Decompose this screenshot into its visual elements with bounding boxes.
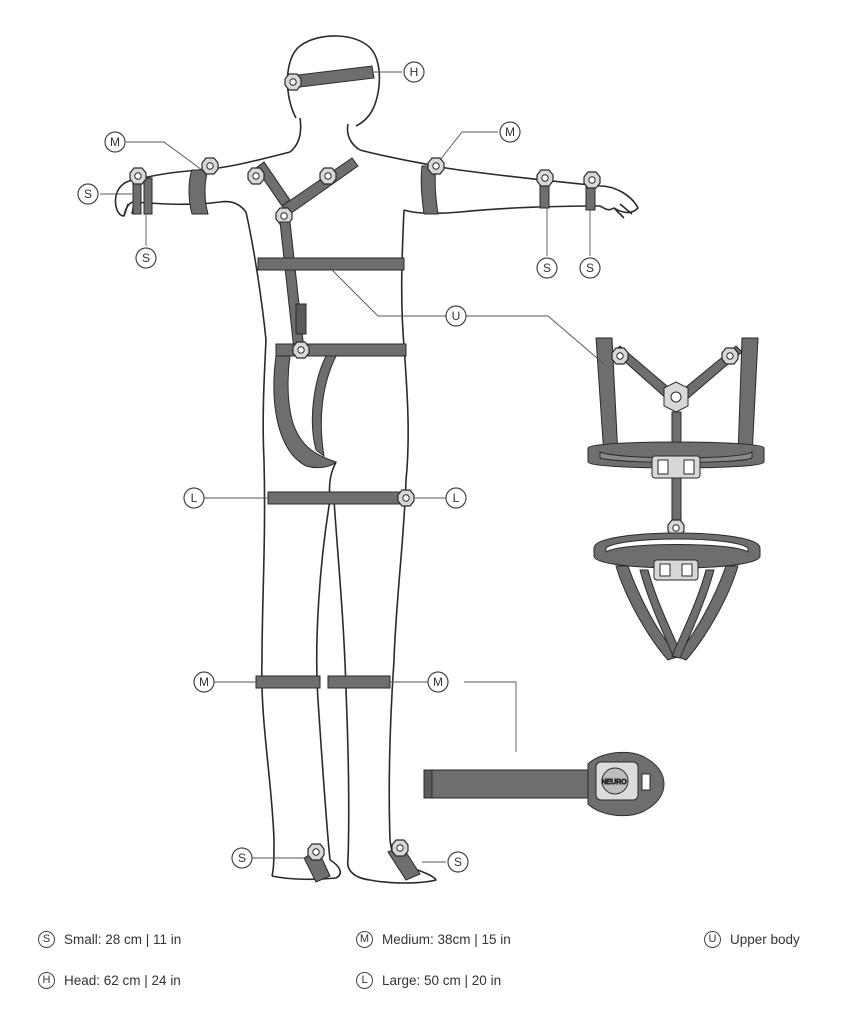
callout-large-right: L xyxy=(445,487,467,509)
svg-text:S: S xyxy=(84,187,92,201)
legend-badge-upper-body: U xyxy=(704,931,721,948)
callout-small-ankle-left: S xyxy=(231,847,253,869)
svg-text:S: S xyxy=(142,251,150,265)
legend-item-head: H Head: 62 cm | 24 in xyxy=(38,972,181,989)
left-knee-strap xyxy=(255,675,321,689)
svg-text:U: U xyxy=(452,309,461,323)
left-upper-arm-strap xyxy=(188,169,209,215)
callout-medium-upper-left: M xyxy=(104,131,126,153)
callout-upper-body: U xyxy=(445,305,467,327)
thigh-strap xyxy=(267,491,409,505)
svg-text:L: L xyxy=(191,491,198,505)
svg-text:L: L xyxy=(453,491,460,505)
legend-item-large: L Large: 50 cm | 20 in xyxy=(356,972,501,989)
legend-badge-head: H xyxy=(38,972,55,989)
callout-badges: H M M S S S S U xyxy=(77,61,601,873)
callout-small-right-wrist-a: S xyxy=(536,257,558,279)
right-knee-strap xyxy=(327,675,391,689)
callout-large-left: L xyxy=(183,487,205,509)
legend-item-medium: M Medium: 38cm | 15 in xyxy=(356,931,511,948)
svg-text:M: M xyxy=(505,125,515,139)
body-straps xyxy=(129,65,601,883)
callout-small-left-wrist-b: S xyxy=(135,247,157,269)
sensor-logo-text: NEURO xyxy=(601,779,627,786)
callout-medium-knee-left: M xyxy=(193,671,215,693)
left-wrist-strap-b xyxy=(143,177,153,215)
svg-text:S: S xyxy=(586,261,594,275)
svg-text:M: M xyxy=(199,675,209,689)
strap-with-sensor-detail: NEURO xyxy=(423,751,665,817)
callout-medium-upper-right: M xyxy=(499,121,521,143)
svg-text:S: S xyxy=(238,851,246,865)
svg-text:S: S xyxy=(543,261,551,275)
callout-head: H xyxy=(403,61,425,83)
legend-label-head: Head: 62 cm | 24 in xyxy=(64,973,181,988)
callout-medium-knee-right: M xyxy=(427,671,449,693)
legend-badge-small: S xyxy=(38,931,55,948)
callout-lines xyxy=(100,71,605,863)
legend-label-medium: Medium: 38cm | 15 in xyxy=(382,932,511,947)
legend-badge-medium: M xyxy=(356,931,373,948)
svg-text:M: M xyxy=(110,135,120,149)
callout-small-ankle-right: S xyxy=(447,851,469,873)
chest-strap xyxy=(257,257,405,271)
upper-body-harness-detail xyxy=(587,337,765,661)
head-strap xyxy=(289,65,375,89)
legend-item-small: S Small: 28 cm | 11 in xyxy=(38,931,181,948)
legend-label-small: Small: 28 cm | 11 in xyxy=(64,932,182,947)
svg-text:S: S xyxy=(454,855,462,869)
strap-placement-diagram: NEURO H M M xyxy=(77,35,765,884)
legend-badge-large: L xyxy=(356,972,373,989)
human-figure xyxy=(114,35,639,884)
legend-item-upper-body: U Upper body xyxy=(704,931,800,948)
legend-label-upper-body: Upper body xyxy=(730,932,800,947)
legend-label-large: Large: 50 cm | 20 in xyxy=(382,973,502,988)
right-upper-arm-strap xyxy=(420,165,439,215)
svg-text:H: H xyxy=(410,65,419,79)
callout-small-left-wrist-a: S xyxy=(77,183,99,205)
callout-small-right-wrist-b: S xyxy=(579,257,601,279)
svg-text:M: M xyxy=(433,675,443,689)
